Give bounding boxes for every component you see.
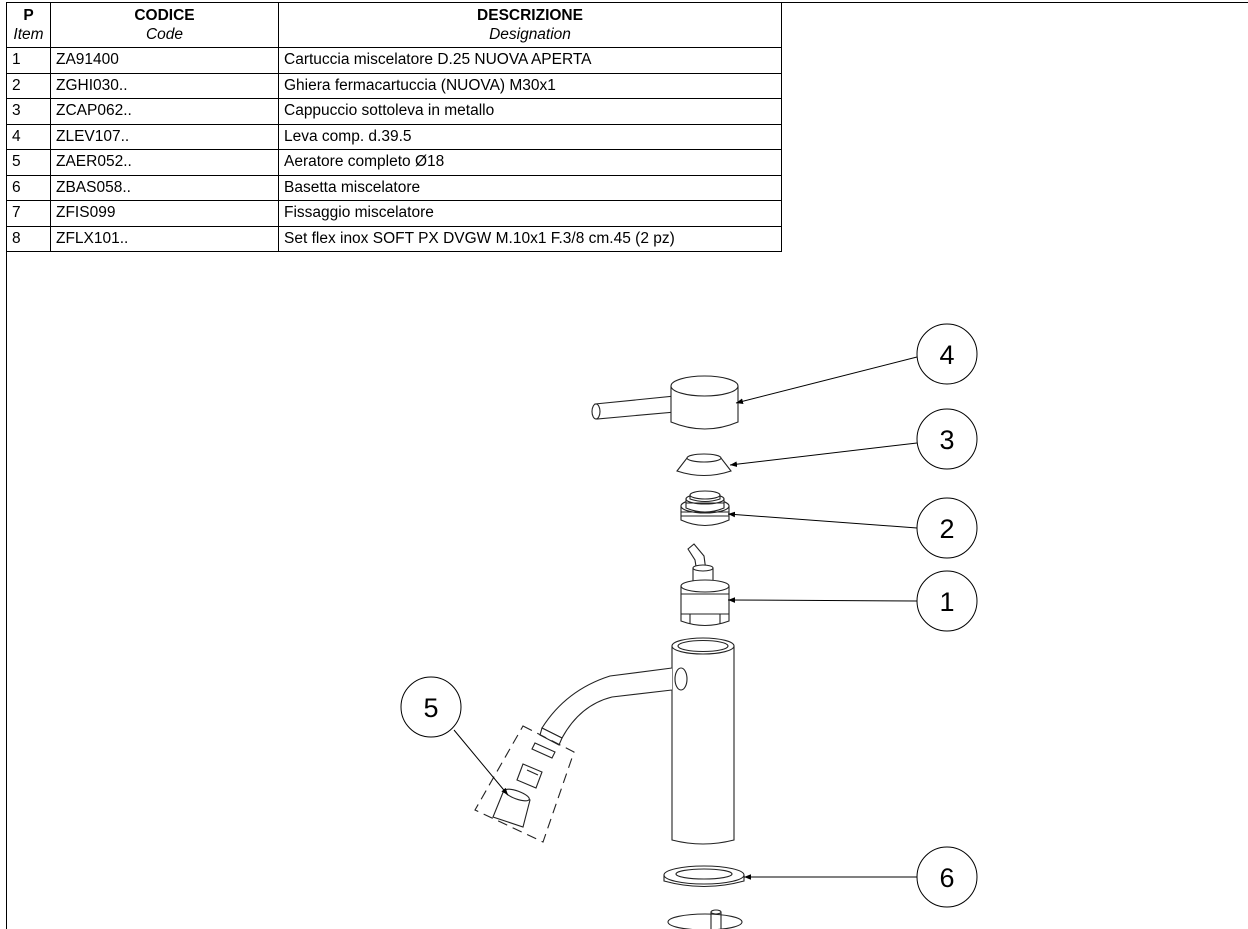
parts-table: P Item CODICE Code DESCRIZIONE Designati… [6, 2, 782, 252]
row-code: ZGHI030.. [50, 72, 279, 99]
callout-label-4: 4 [939, 340, 954, 370]
header-item-title: P [23, 7, 34, 24]
header-item: P Item [6, 2, 51, 48]
callout-circle-3 [916, 408, 978, 470]
mixer-body-part [539, 637, 735, 845]
table-row: 6 ZBAS058.. Basetta miscelatore [6, 174, 782, 201]
row-code: ZFIS099 [50, 200, 279, 227]
callout-label-3: 3 [939, 425, 954, 455]
row-item: 2 [6, 72, 51, 99]
row-description: Cappuccio sottoleva in metallo [278, 98, 782, 125]
callout-circle-6 [916, 846, 978, 908]
callout-circle-4 [916, 323, 978, 385]
header-code-title: CODICE [134, 7, 195, 24]
header-code-subtitle: Code [145, 26, 184, 43]
header-item-subtitle: Item [13, 26, 44, 43]
base-part [663, 865, 745, 888]
ring-nut-part [680, 490, 730, 527]
header-description-subtitle: Designation [489, 26, 571, 43]
callout-circle-2 [916, 497, 978, 559]
leader-line-1 [727, 597, 918, 603]
table-row: 3 ZCAP062.. Cappuccio sottoleva in metal… [6, 98, 782, 125]
cap-part [676, 453, 732, 477]
callout-label-6: 6 [939, 863, 954, 893]
leader-line-3 [729, 442, 918, 467]
leader-line-4 [735, 356, 918, 404]
table-header-row: P Item CODICE Code DESCRIZIONE Designati… [6, 2, 782, 48]
row-code: ZAER052.. [50, 149, 279, 176]
row-item: 8 [6, 225, 51, 252]
fixing-part [667, 909, 743, 929]
cartridge-part [680, 543, 730, 627]
row-description: Cartuccia miscelatore D.25 NUOVA APERTA [278, 47, 782, 74]
table-row: 1 ZA91400 Cartuccia miscelatore D.25 NUO… [6, 47, 782, 74]
row-code: ZBAS058.. [50, 174, 279, 201]
callout-circle-1 [916, 570, 978, 632]
row-code: ZFLX101.. [50, 225, 279, 252]
row-code: ZA91400 [50, 47, 279, 74]
callout-label-1: 1 [939, 587, 954, 617]
callout-label-5: 5 [423, 693, 438, 723]
table-row: 8 ZFLX101.. Set flex inox SOFT PX DVGW M… [6, 225, 782, 252]
callout-circle-5 [400, 676, 462, 738]
header-description: DESCRIZIONE Designation [278, 2, 782, 48]
leader-line-2 [727, 511, 918, 529]
callout-label-2: 2 [939, 514, 954, 544]
leader-line-5 [453, 729, 509, 796]
aerator-part [474, 725, 575, 843]
row-description: Set flex inox SOFT PX DVGW M.10x1 F.3/8 … [278, 225, 782, 252]
header-code: CODICE Code [50, 2, 279, 48]
header-description-title: DESCRIZIONE [477, 7, 583, 24]
lever-part [591, 375, 739, 430]
